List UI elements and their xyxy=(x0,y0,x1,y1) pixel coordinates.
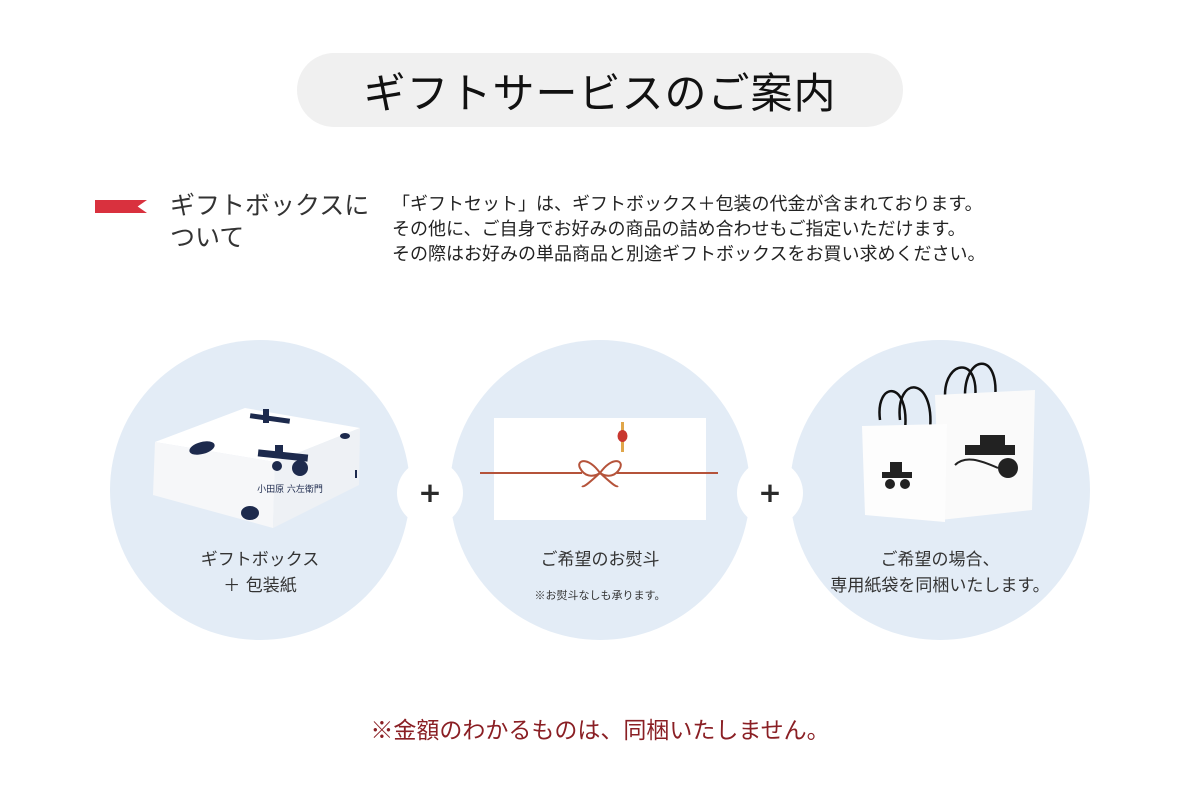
plus-icon: + xyxy=(758,476,782,509)
section-heading: ギフトボックスに ついて xyxy=(170,190,370,254)
page-title: ギフトサービスのご案内 xyxy=(363,68,837,118)
noshi-image xyxy=(494,418,706,520)
plus-icon: + xyxy=(418,476,442,509)
description-line: その他に、ご自身でお好みの商品の詰め合わせもご指定いただけます。 xyxy=(392,219,966,240)
section-heading-line: ついて xyxy=(170,223,245,252)
noshi-caption: ご希望のお熨斗 ※お熨斗なしも承ります。 xyxy=(450,547,750,605)
paper-bag-image xyxy=(862,362,1035,522)
plus-connector: + xyxy=(397,460,463,526)
svg-text:小田原 六左衛門: 小田原 六左衛門 xyxy=(257,483,323,495)
caption-line: ご希望の場合、 xyxy=(880,550,1000,570)
footer-note: ※金額のわかるものは、同梱いたしません。 xyxy=(370,718,830,744)
gift-box-image: 小田原 六左衛門 xyxy=(153,408,360,528)
section-heading-line: ギフトボックスに xyxy=(170,191,370,220)
ribbon-marker-icon xyxy=(95,200,147,213)
caption-line: ご希望のお熨斗 xyxy=(540,550,660,570)
caption-line: 専用紙袋を同梱いたします。 xyxy=(830,576,1050,596)
caption-line: ＋ 包装紙 xyxy=(223,576,297,596)
caption-line: ギフトボックス xyxy=(200,550,320,570)
plus-connector: + xyxy=(737,460,803,526)
paper-bag-caption: ご希望の場合、 専用紙袋を同梱いたします。 xyxy=(790,547,1090,599)
gift-box-caption: ギフトボックス ＋ 包装紙 xyxy=(110,547,410,599)
description-line: 「ギフトセット」は、ギフトボックス＋包装の代金が含まれております。 xyxy=(392,194,983,215)
title-banner: ギフトサービスのご案内 xyxy=(297,53,903,127)
section-description: 「ギフトセット」は、ギフトボックス＋包装の代金が含まれております。 その他に、ご… xyxy=(392,192,1122,267)
description-line: その際はお好みの単品商品と別途ギフトボックスをお買い求めください。 xyxy=(392,244,986,265)
mizuhiki-icon xyxy=(480,422,718,488)
caption-note: ※お熨斗なしも承ります。 xyxy=(534,589,666,602)
